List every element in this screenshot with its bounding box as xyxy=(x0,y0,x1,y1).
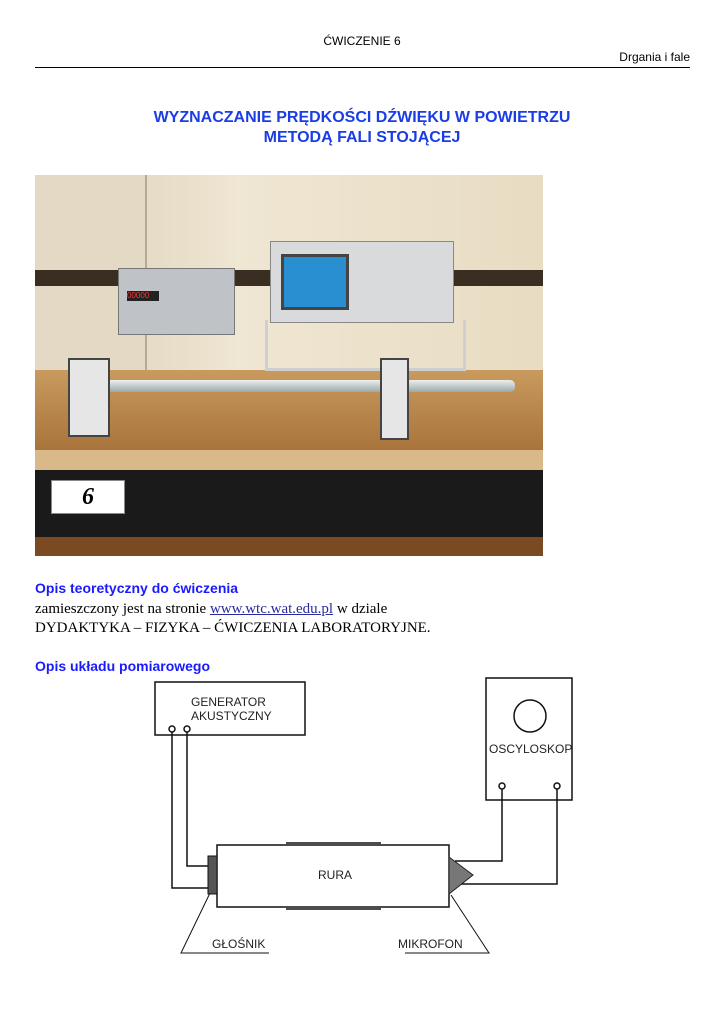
tube-label: RURA xyxy=(318,868,352,882)
header-chapter: ĆWICZENIE 6 xyxy=(323,34,401,48)
page-title: WYZNACZANIE PRĘDKOŚCI DŹWIĘKU W POWIETRZ… xyxy=(0,108,724,148)
microphone-label: MIKROFON xyxy=(398,937,463,951)
oscilloscope-terminal-1 xyxy=(498,782,506,790)
oscilloscope-label: OSCYLOSKOP xyxy=(489,742,572,756)
generator-terminal-1 xyxy=(168,725,176,733)
theory-text-before: zamieszczony jest na stronie xyxy=(35,601,207,617)
header-rule xyxy=(35,67,690,68)
generator-terminal-2 xyxy=(183,725,191,733)
speaker-label: GŁOŚNIK xyxy=(212,936,265,951)
lab-setup-photo: 6 00000 xyxy=(35,175,543,556)
theory-text: zamieszczony jest na stronie www.wtc.wat… xyxy=(35,600,431,638)
header-topic: Drgania i fale xyxy=(619,50,690,64)
theory-text-after: w dziale xyxy=(336,601,388,617)
wire xyxy=(455,789,503,862)
oscilloscope-screen xyxy=(513,699,547,733)
wire xyxy=(455,789,558,885)
speaker-leader xyxy=(180,892,269,954)
generator-box xyxy=(154,681,306,736)
microphone-icon xyxy=(448,856,474,896)
microphone-leader xyxy=(405,894,490,954)
speaker-holder xyxy=(68,358,110,437)
wire xyxy=(186,732,208,867)
acoustic-generator-device: 00000 xyxy=(118,268,235,335)
generator-label-1: GENERATOR xyxy=(191,695,266,709)
theory-path: DYDAKTYKA – FIZYKA – ĆWICZENIA LABORATOR… xyxy=(35,620,431,636)
theory-heading: Opis teoretyczny do ćwiczenia xyxy=(35,580,239,596)
wtc-link[interactable]: www.wtc.wat.edu.pl xyxy=(209,601,334,617)
oscilloscope-terminal-2 xyxy=(553,782,561,790)
setup-heading: Opis układu pomiarowego xyxy=(35,658,211,674)
title-line-1: WYZNACZANIE PRĘDKOŚCI DŹWIĘKU W POWIETRZ… xyxy=(153,109,571,126)
speaker-icon xyxy=(207,855,218,895)
station-number-card: 6 xyxy=(51,480,125,514)
title-line-2: METODĄ FALI STOJĄCEJ xyxy=(263,129,461,146)
microphone-slider xyxy=(380,358,409,440)
oscilloscope-box xyxy=(485,677,573,801)
generator-display: 00000 xyxy=(127,291,159,301)
wire xyxy=(171,732,208,889)
generator-label-2: AKUSTYCZNY xyxy=(191,709,272,723)
oscilloscope-device xyxy=(270,241,454,323)
